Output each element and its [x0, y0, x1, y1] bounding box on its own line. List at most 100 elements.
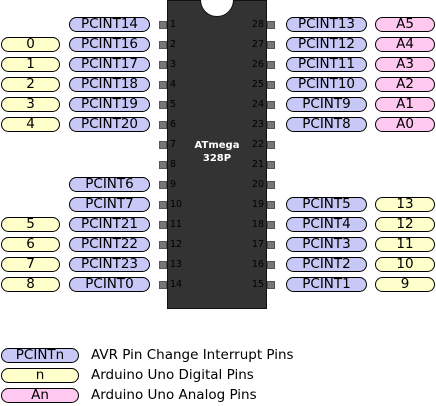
chip-pin: [159, 101, 167, 109]
chip-pin: [267, 41, 275, 49]
pin-number: 24: [251, 99, 264, 110]
arduino-digital-label: 2: [1, 77, 60, 92]
chip-name-line2: 328P: [202, 153, 232, 164]
chip-pin: [159, 221, 167, 229]
arduino-analog-label: A4: [375, 37, 435, 52]
pin-number: 26: [251, 59, 264, 70]
legend-swatch-pcint: PCINTn: [1, 348, 79, 363]
chip-pin: [267, 61, 275, 69]
chip-pin: [159, 61, 167, 69]
chip-pin: [159, 81, 167, 89]
pcint-label: PCINT22: [69, 237, 150, 252]
pcint-label: PCINT9: [286, 97, 367, 112]
chip-pin: [159, 121, 167, 129]
pin-number: 22: [251, 139, 264, 150]
arduino-digital-label: 3: [1, 97, 60, 112]
pcint-label: PCINT23: [69, 257, 150, 272]
pcint-label: PCINT14: [69, 17, 150, 32]
pin-number: 9: [170, 179, 177, 190]
chip-name-line1: ATmega: [194, 140, 240, 151]
pin-number: 15: [251, 279, 264, 290]
pin-number: 12: [170, 239, 183, 250]
pcint-label: PCINT0: [69, 277, 150, 292]
pcint-label: PCINT13: [286, 17, 367, 32]
chip-pin: [267, 121, 275, 129]
chip-pin: [267, 81, 275, 89]
pin-number: 5: [170, 99, 177, 110]
chip-pin: [159, 141, 167, 149]
arduino-analog-label: A3: [375, 57, 435, 72]
arduino-digital-label: 6: [1, 237, 60, 252]
pin-number: 21: [251, 159, 264, 170]
legend-text-digital: Arduino Uno Digital Pins: [91, 367, 254, 383]
arduino-digital-label: 9: [375, 277, 435, 292]
chip-pin: [267, 141, 275, 149]
pcint-label: PCINT11: [286, 57, 367, 72]
chip-pin: [267, 241, 275, 249]
pin-number: 23: [251, 119, 264, 130]
chip-pin: [159, 41, 167, 49]
pin-number: 25: [251, 79, 264, 90]
pin-number: 18: [251, 219, 264, 230]
pcint-label: PCINT10: [286, 77, 367, 92]
pcint-label: PCINT4: [286, 217, 367, 232]
chip-pin: [159, 21, 167, 29]
arduino-analog-label: A0: [375, 117, 435, 132]
arduino-digital-label: 10: [375, 257, 435, 272]
pin-number: 8: [170, 159, 177, 170]
pin-number: 10: [170, 199, 183, 210]
pin-number: 16: [251, 259, 264, 270]
pcint-label: PCINT5: [286, 197, 367, 212]
chip-pin: [267, 161, 275, 169]
pin-number: 27: [251, 39, 264, 50]
pcint-label: PCINT18: [69, 77, 150, 92]
pin-number: 7: [170, 139, 177, 150]
chip-pin: [267, 261, 275, 269]
chip-pin: [159, 201, 167, 209]
arduino-analog-label: A1: [375, 97, 435, 112]
pin-number: 6: [170, 119, 177, 130]
legend-swatch-digital: n: [1, 368, 79, 383]
chip-pin: [267, 21, 275, 29]
pin-number: 1: [170, 19, 177, 30]
pin-number: 20: [251, 179, 264, 190]
pcint-label: PCINT16: [69, 37, 150, 52]
chip-pin: [159, 181, 167, 189]
pin-number: 28: [251, 19, 264, 30]
chip-pin: [267, 201, 275, 209]
pin-number: 3: [170, 59, 177, 70]
chip-pin: [267, 181, 275, 189]
chip-pin: [267, 281, 275, 289]
pcint-label: PCINT19: [69, 97, 150, 112]
pin-number: 13: [170, 259, 183, 270]
arduino-digital-label: 13: [375, 197, 435, 212]
pin-number: 19: [251, 199, 264, 210]
pin-number: 4: [170, 79, 177, 90]
pcint-label: PCINT12: [286, 37, 367, 52]
arduino-digital-label: 0: [1, 37, 60, 52]
pcint-label: PCINT1: [286, 277, 367, 292]
pcint-label: PCINT2: [286, 257, 367, 272]
pcint-label: PCINT17: [69, 57, 150, 72]
pin-number: 2: [170, 39, 177, 50]
arduino-digital-label: 8: [1, 277, 60, 292]
arduino-digital-label: 12: [375, 217, 435, 232]
pcint-label: PCINT6: [69, 177, 150, 192]
chip-pin: [159, 161, 167, 169]
pcint-label: PCINT21: [69, 217, 150, 232]
legend-text-pcint: AVR Pin Change Interrupt Pins: [91, 347, 294, 363]
pin-number: 14: [170, 279, 183, 290]
pin-number: 17: [251, 239, 264, 250]
arduino-digital-label: 5: [1, 217, 60, 232]
chip-pin: [159, 261, 167, 269]
pcint-label: PCINT8: [286, 117, 367, 132]
arduino-digital-label: 4: [1, 117, 60, 132]
arduino-digital-label: 7: [1, 257, 60, 272]
pcint-label: PCINT7: [69, 197, 150, 212]
chip-pin: [159, 281, 167, 289]
arduino-analog-label: A2: [375, 77, 435, 92]
pcint-label: PCINT3: [286, 237, 367, 252]
pcint-label: PCINT20: [69, 117, 150, 132]
arduino-analog-label: A5: [375, 17, 435, 32]
